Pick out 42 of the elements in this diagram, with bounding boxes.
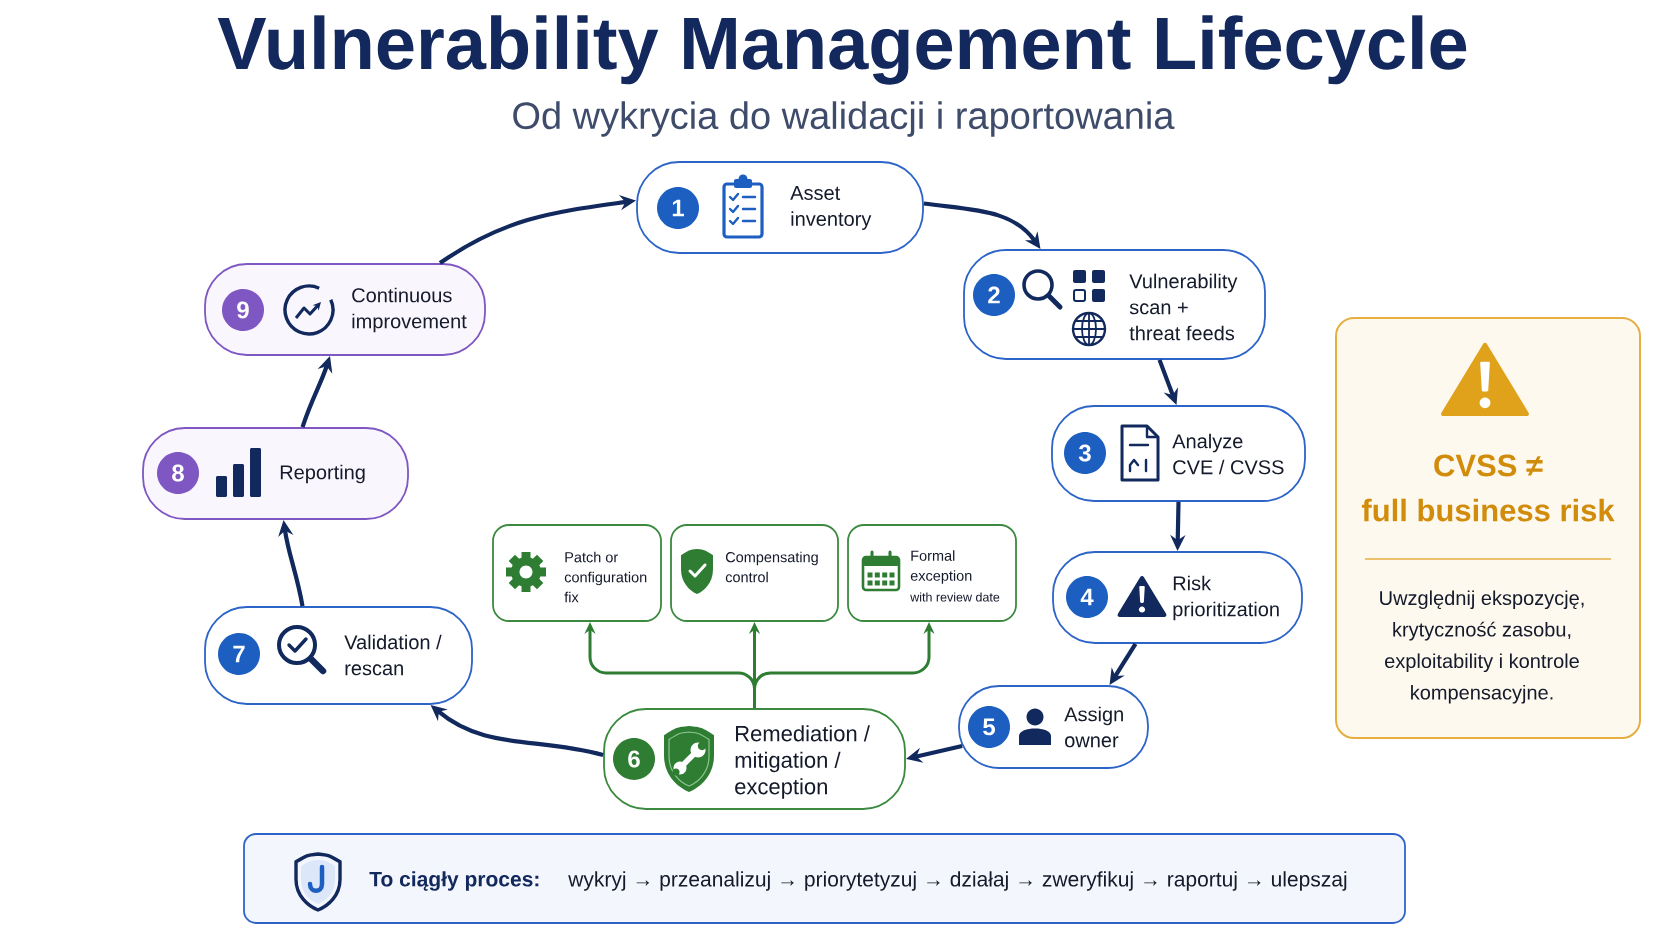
step-label: Continuous improvement	[352, 287, 467, 333]
step-box	[1052, 551, 1303, 644]
step-box	[963, 249, 1266, 360]
callout-heading: CVSS ≠ full business risk	[1361, 454, 1615, 522]
step-box	[636, 161, 924, 254]
option-box	[847, 524, 1017, 622]
step-label: Reporting	[280, 464, 365, 484]
option-box	[492, 524, 662, 622]
option-label: Compensating control	[725, 551, 818, 583]
step-label: Risk prioritization	[1173, 575, 1279, 621]
number-badge: 8	[157, 452, 199, 494]
step-label: Asset inventory	[790, 186, 872, 230]
step-label: Remediation / mitigation / exception	[735, 725, 870, 799]
step-box	[958, 685, 1149, 769]
step-label: Vulnerability scan + threat feeds	[1129, 273, 1238, 341]
summary-banner	[243, 833, 1406, 924]
step-label: Assign owner	[1064, 706, 1123, 748]
note-card	[1335, 317, 1641, 739]
number-badge: 1	[657, 187, 699, 229]
number-badge: 4	[1066, 576, 1108, 618]
number-badge: 5	[968, 706, 1010, 748]
number-badge: 7	[218, 633, 260, 675]
step-box	[204, 263, 486, 356]
step-box	[603, 708, 906, 810]
step-box	[204, 606, 473, 705]
option-label: Formal exception	[910, 550, 972, 584]
subtitle: Od wykrycia do walidacji i raportowania	[513, 101, 1175, 137]
step-label: Validation / rescan	[344, 634, 442, 676]
step-box	[142, 427, 409, 520]
title: Vulnerability Management Lifecycle	[217, 15, 1467, 85]
banner-heading: To ciągły proces:	[369, 871, 539, 891]
option-note: with review date	[910, 592, 1000, 602]
process-sequence: wykryj → przeanalizuj → priorytetyzuj → działaj → zweryfikuj → raportuj → ulepszaj	[568, 871, 1347, 891]
number-badge: 6	[613, 738, 655, 780]
option-box	[670, 524, 839, 622]
number-badge: 2	[973, 274, 1015, 316]
number-badge: 9	[222, 289, 264, 331]
number-badge: 3	[1064, 432, 1106, 474]
step-label: Analyze CVE / CVSS	[1172, 433, 1284, 475]
step-box	[1051, 405, 1306, 502]
callout-text: Uwzględnij ekspozycję, krytyczność zasobu, exploitability i kontrole kompensacyjne.	[1380, 590, 1584, 704]
option-label: Patch or configuration fix	[564, 551, 647, 603]
